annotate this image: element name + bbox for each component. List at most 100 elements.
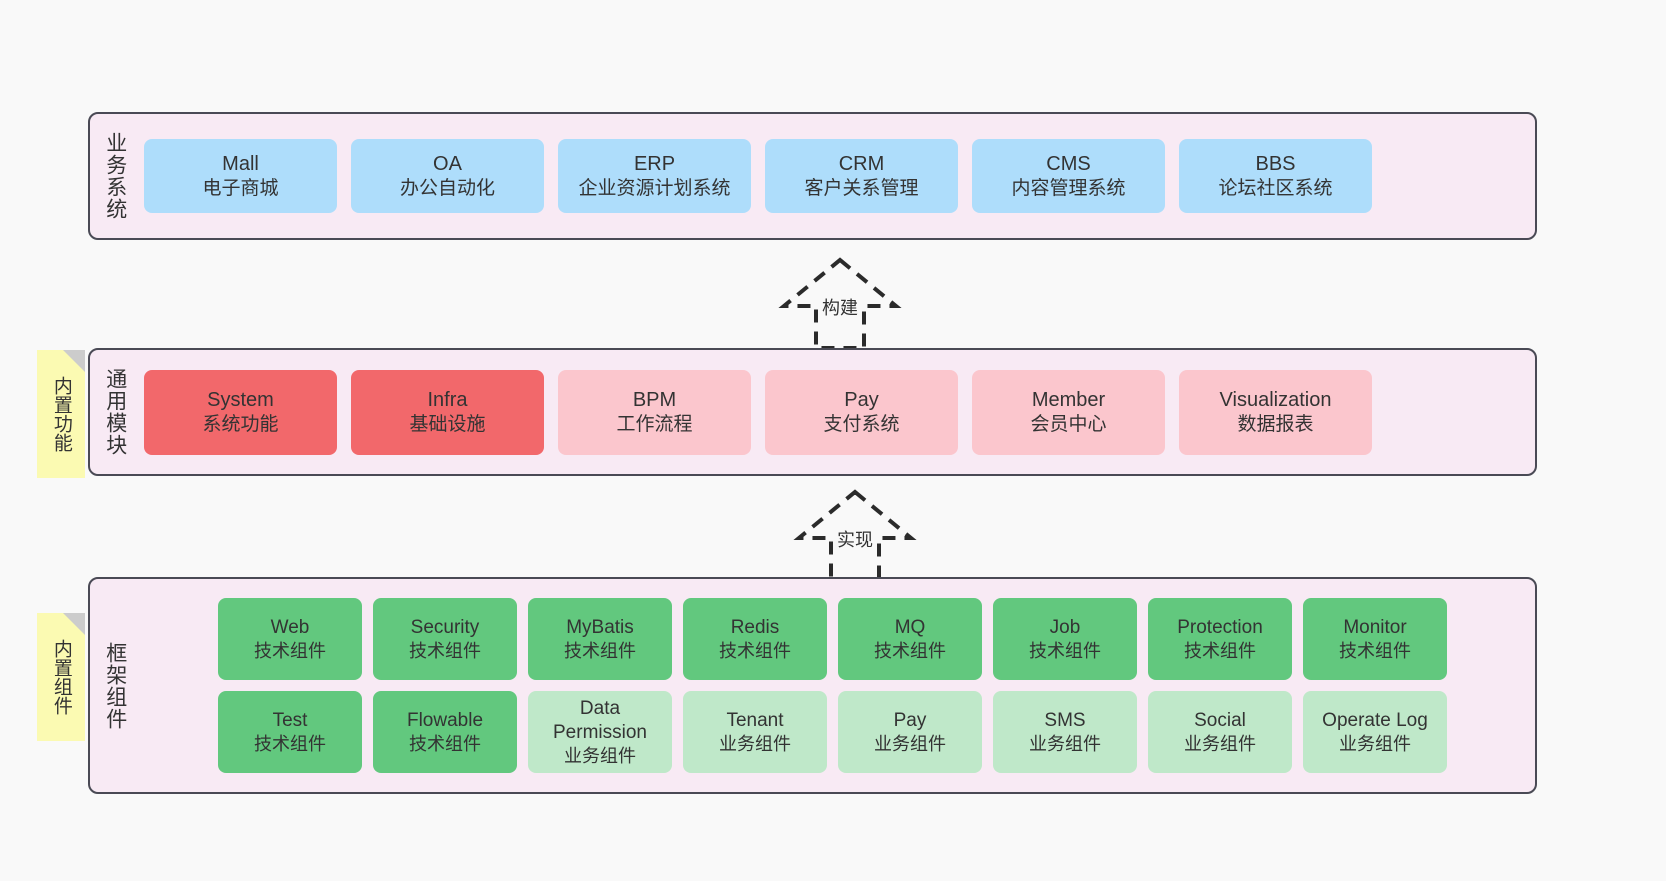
card-bbs-title: BBS	[1255, 152, 1296, 175]
card-flowable-title: Flowable	[406, 709, 484, 731]
card-cms[interactable]: CMS 内容管理系统	[972, 139, 1165, 213]
card-member-title: Member	[1031, 388, 1106, 411]
framework-row-business: Test 技术组件 Flowable 技术组件 Data Permission …	[218, 691, 1447, 773]
card-web[interactable]: Web 技术组件	[218, 598, 362, 680]
note-built-in-components: 内置组件	[37, 613, 85, 741]
card-bbs-subtitle: 论坛社区系统	[1218, 177, 1333, 199]
layer-framework-components: 框架组件 Web 技术组件 Security 技术组件 MyBatis 技术组件…	[88, 577, 1537, 794]
card-cms-title: CMS	[1046, 152, 1091, 175]
card-test[interactable]: Test 技术组件	[218, 691, 362, 773]
card-monitor[interactable]: Monitor 技术组件	[1303, 598, 1447, 680]
card-mall-title: Mall	[222, 152, 259, 175]
card-protection-title: Protection	[1177, 616, 1263, 638]
card-cms-subtitle: 内容管理系统	[1011, 177, 1126, 199]
card-mybatis[interactable]: MyBatis 技术组件	[528, 598, 672, 680]
card-crm-subtitle: 客户关系管理	[804, 177, 919, 199]
card-security-title: Security	[410, 616, 480, 638]
card-erp[interactable]: ERP 企业资源计划系统	[558, 139, 751, 213]
card-protection-subtitle: 技术组件	[1184, 640, 1256, 661]
card-monitor-subtitle: 技术组件	[1339, 640, 1411, 661]
card-security-subtitle: 技术组件	[409, 640, 481, 661]
card-social[interactable]: Social 业务组件	[1148, 691, 1292, 773]
card-bpm-subtitle: 工作流程	[616, 413, 693, 435]
card-crm-title: CRM	[838, 152, 885, 175]
card-redis-title: Redis	[730, 616, 780, 638]
card-infra[interactable]: Infra 基础设施	[351, 369, 544, 455]
card-flowable[interactable]: Flowable 技术组件	[373, 691, 517, 773]
card-mq-title: MQ	[894, 616, 926, 638]
card-mq-subtitle: 技术组件	[874, 640, 946, 661]
card-tenant[interactable]: Tenant 业务组件	[683, 691, 827, 773]
card-system[interactable]: System 系统功能	[144, 369, 337, 455]
card-sms-title: SMS	[1044, 709, 1086, 731]
framework-row-technical: Web 技术组件 Security 技术组件 MyBatis 技术组件 Redi…	[218, 598, 1447, 680]
card-system-subtitle: 系统功能	[202, 413, 279, 435]
layer-framework-components-body: Web 技术组件 Security 技术组件 MyBatis 技术组件 Redi…	[140, 579, 1535, 792]
card-mq[interactable]: MQ 技术组件	[838, 598, 982, 680]
card-system-title: System	[207, 388, 274, 411]
card-erp-title: ERP	[633, 152, 676, 175]
card-mybatis-title: MyBatis	[566, 616, 634, 638]
card-test-subtitle: 技术组件	[254, 733, 326, 754]
card-mybatis-subtitle: 技术组件	[564, 640, 636, 661]
card-member-subtitle: 会员中心	[1030, 413, 1107, 435]
card-crm[interactable]: CRM 客户关系管理	[765, 139, 958, 213]
card-visualization-title: Visualization	[1219, 388, 1332, 411]
card-bpm[interactable]: BPM 工作流程	[558, 369, 751, 455]
layer-common-modules-body: System 系统功能 Infra 基础设施 BPM 工作流程 Pay 支付系统…	[140, 350, 1535, 474]
card-operate-log-title: Operate Log	[1322, 709, 1428, 731]
card-flowable-subtitle: 技术组件	[409, 733, 481, 754]
card-oa-subtitle: 办公自动化	[399, 177, 495, 199]
card-test-title: Test	[272, 709, 308, 731]
card-pay-title: Pay	[844, 388, 879, 411]
card-visualization[interactable]: Visualization 数据报表	[1179, 369, 1372, 455]
card-oa[interactable]: OA 办公自动化	[351, 139, 544, 213]
card-web-title: Web	[270, 616, 310, 638]
card-mall-subtitle: 电子商城	[202, 177, 279, 199]
card-pay-component-subtitle: 业务组件	[874, 733, 946, 754]
card-tenant-title: Tenant	[726, 709, 784, 731]
card-job-title: Job	[1049, 616, 1081, 638]
card-redis-subtitle: 技术组件	[719, 640, 791, 661]
card-erp-subtitle: 企业资源计划系统	[578, 177, 731, 199]
connector-implement-arrow-icon: 实现	[775, 488, 935, 583]
card-redis[interactable]: Redis 技术组件	[683, 598, 827, 680]
layer-business-systems-body: Mall 电子商城 OA 办公自动化 ERP 企业资源计划系统 CRM 客户关系…	[140, 114, 1535, 238]
connector-build-arrow-icon: 构建	[760, 256, 920, 351]
card-security[interactable]: Security 技术组件	[373, 598, 517, 680]
card-pay[interactable]: Pay 支付系统	[765, 369, 958, 455]
card-social-subtitle: 业务组件	[1184, 733, 1256, 754]
card-monitor-title: Monitor	[1343, 616, 1407, 638]
card-data-permission[interactable]: Data Permission 业务组件	[528, 691, 672, 773]
layer-framework-components-label: 框架组件	[103, 641, 127, 730]
card-bbs[interactable]: BBS 论坛社区系统	[1179, 139, 1372, 213]
card-protection[interactable]: Protection 技术组件	[1148, 598, 1292, 680]
card-data-permission-subtitle: 业务组件	[564, 745, 636, 766]
note-built-in-functions: 内置功能	[37, 350, 85, 478]
card-mall[interactable]: Mall 电子商城	[144, 139, 337, 213]
card-pay-subtitle: 支付系统	[823, 413, 900, 435]
card-operate-log[interactable]: Operate Log 业务组件	[1303, 691, 1447, 773]
layer-business-systems: 业务系统 Mall 电子商城 OA 办公自动化 ERP 企业资源计划系统 CRM…	[88, 112, 1537, 240]
card-job-subtitle: 技术组件	[1029, 640, 1101, 661]
card-pay-component[interactable]: Pay 业务组件	[838, 691, 982, 773]
card-operate-log-subtitle: 业务组件	[1339, 733, 1411, 754]
card-sms-subtitle: 业务组件	[1029, 733, 1101, 754]
card-bpm-title: BPM	[632, 388, 677, 411]
card-infra-subtitle: 基础设施	[409, 413, 486, 435]
card-member[interactable]: Member 会员中心	[972, 369, 1165, 455]
layer-common-modules-label: 通用模块	[103, 368, 127, 456]
card-visualization-subtitle: 数据报表	[1237, 413, 1314, 435]
card-sms[interactable]: SMS 业务组件	[993, 691, 1137, 773]
layer-common-modules: 通用模块 System 系统功能 Infra 基础设施 BPM 工作流程 Pay…	[88, 348, 1537, 476]
card-social-title: Social	[1194, 709, 1246, 731]
card-data-permission-title: Data Permission	[553, 698, 647, 743]
card-oa-title: OA	[433, 152, 462, 175]
layer-business-systems-label: 业务系统	[103, 132, 127, 220]
card-tenant-subtitle: 业务组件	[719, 733, 791, 754]
card-web-subtitle: 技术组件	[254, 640, 326, 661]
connector-implement-label: 实现	[837, 530, 873, 550]
card-infra-title: Infra	[427, 388, 468, 411]
card-job[interactable]: Job 技术组件	[993, 598, 1137, 680]
connector-build-label: 构建	[822, 298, 858, 318]
